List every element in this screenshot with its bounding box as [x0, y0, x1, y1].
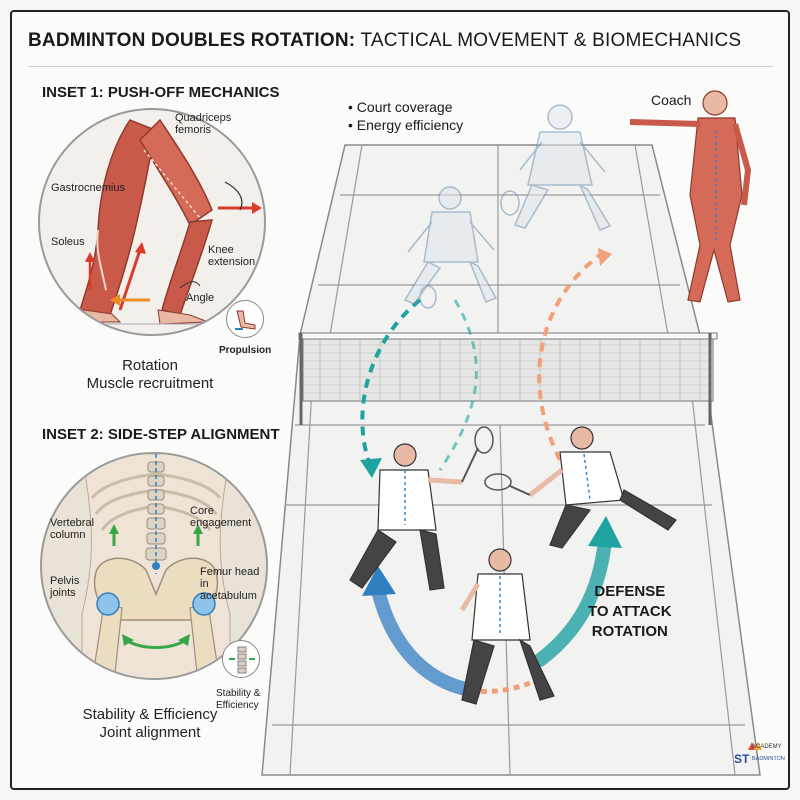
court-sideline-right-inner	[634, 144, 669, 336]
logo-st-text: ST	[734, 752, 750, 766]
inset2-caption-line2: Joint alignment	[99, 724, 201, 741]
label-propulsion: Propulsion	[219, 345, 272, 356]
court-sideline-right-near	[684, 334, 736, 776]
rotation-label-line2: TO ATTACK	[588, 603, 672, 620]
inset1-title: INSET 1: PUSH-OFF MECHANICS	[42, 84, 280, 101]
title-divider	[28, 66, 773, 67]
label-stability-efficiency: Stability & Efficiency	[216, 688, 261, 711]
court-sideline-left-near	[289, 334, 316, 776]
label-angle: Angle	[186, 292, 215, 304]
label-femur-head: Femur head in acetabulum	[200, 566, 260, 602]
label-core-engagement: Core engagement	[190, 505, 252, 529]
far-player-top	[500, 104, 612, 231]
propulsion-foot-icon	[226, 300, 264, 338]
rotation-arrow-teal-left	[360, 298, 422, 466]
bullet-court-coverage: • Court coverage	[348, 99, 453, 115]
label-gastrocnemius: Gastrocnemius	[51, 182, 125, 194]
inset1-caption-line1: Rotation	[122, 357, 178, 374]
inset2-caption-line1: Stability & Efficiency	[82, 706, 218, 723]
near-player-right	[484, 426, 677, 549]
rotation-label-line1: DEFENSE	[594, 583, 666, 600]
coach-figure	[629, 90, 752, 303]
coach-label: Coach	[651, 92, 692, 108]
far-player-left	[403, 186, 498, 309]
rotation-arrow-teal-center	[438, 299, 478, 471]
rotation-arrow-peach	[537, 253, 602, 461]
inset1-caption-line2: Muscle recruitment	[86, 375, 214, 392]
inset1-caption: Rotation Muscle recruitment	[60, 357, 240, 393]
rotation-label-line3: ROTATION	[591, 623, 668, 640]
label-pelvis-joints: Pelvis joints	[50, 575, 80, 599]
label-knee-extension: Knee extension	[208, 244, 256, 268]
leg-muscle-illustration	[40, 118, 264, 325]
logo-badminton-text: BADMINTON	[752, 756, 785, 762]
rotation-label: DEFENSE TO ATTACK ROTATION	[588, 582, 672, 642]
inset1-circle	[38, 108, 266, 336]
title-rest: TACTICAL MOVEMENT & BIOMECHANICS	[355, 30, 742, 51]
logo-academy-text: ACADEMY	[752, 744, 782, 750]
rotation-arrow-teal-right	[533, 533, 612, 667]
court-bullet-list: • Court coverage • Energy efficiency	[348, 98, 463, 134]
spine-stability-icon	[222, 640, 260, 678]
academy-logo: ACADEMY ST BADMINTON	[730, 740, 788, 780]
inset2-title: INSET 2: SIDE-STEP ALIGNMENT	[42, 426, 280, 443]
near-player-back	[459, 548, 555, 705]
rotation-arrow-blue-left	[371, 583, 477, 697]
near-player-left	[349, 426, 494, 591]
title-bold: BADMINTON DOUBLES ROTATION:	[28, 30, 356, 51]
bullet-energy-efficiency: • Energy efficiency	[348, 117, 464, 133]
logo-shuttle-icon	[748, 742, 762, 750]
court-sideline-left-inner	[329, 144, 363, 336]
inset2-caption: Stability & Efficiency Joint alignment	[60, 706, 240, 742]
label-soleus: Soleus	[51, 236, 85, 248]
label-vertebral-column: Vertebral column	[50, 517, 95, 541]
court-surface	[261, 144, 761, 776]
label-quadriceps: Quadriceps femoris	[175, 112, 232, 136]
page-title: BADMINTON DOUBLES ROTATION: TACTICAL MOV…	[28, 30, 741, 52]
spine-pelvis-illustration	[81, 454, 231, 678]
